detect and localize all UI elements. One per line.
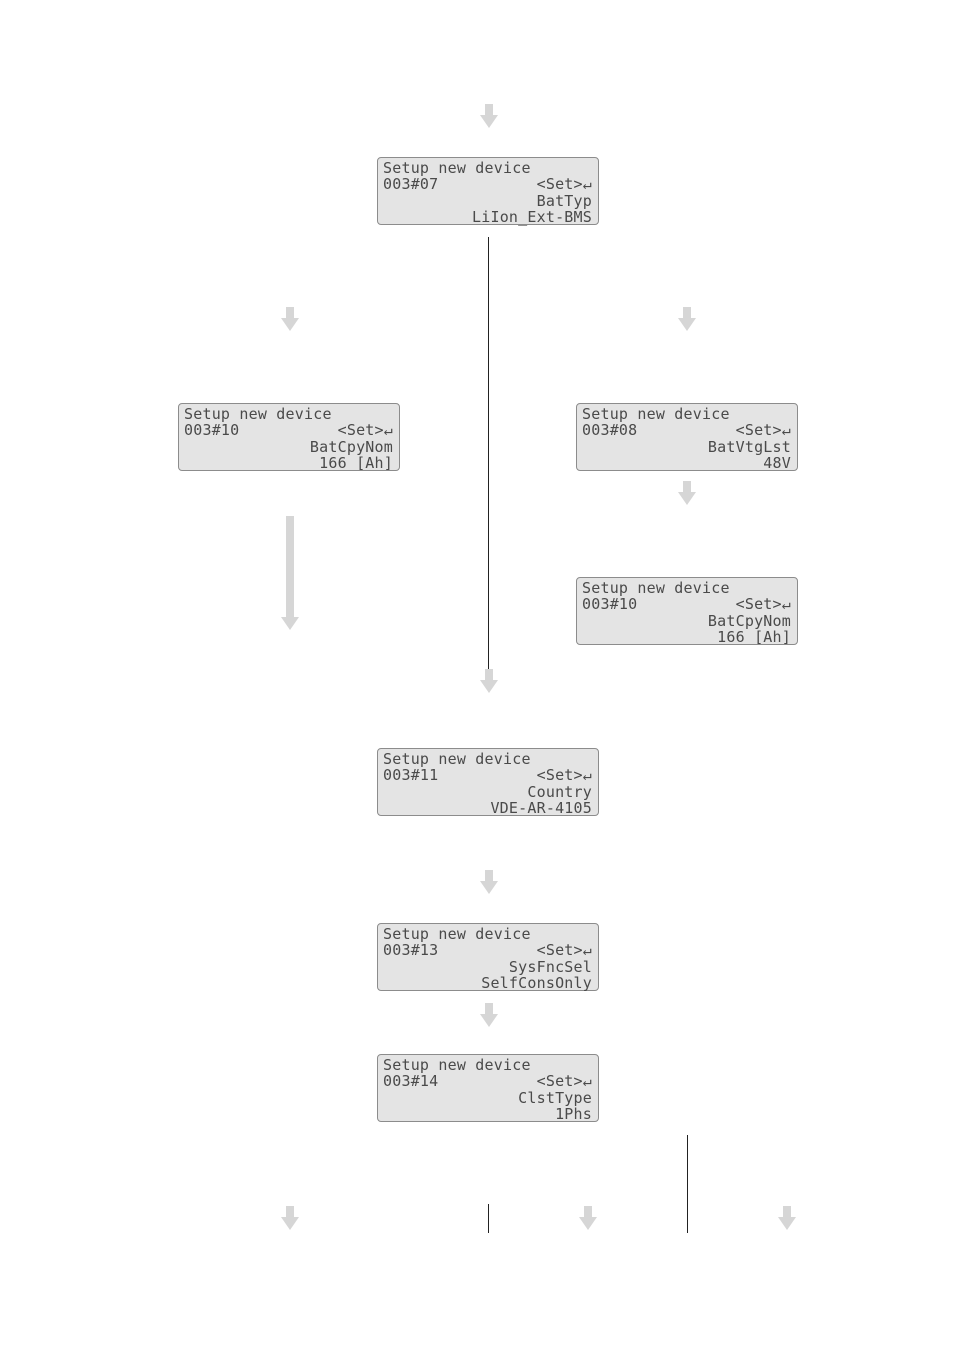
lcd-code-row: 003#07 <Set>↵ <box>383 175 592 194</box>
lcd-title-row: Setup new device <box>383 750 592 768</box>
lcd-title-row: Setup new device <box>184 405 393 423</box>
lcd-set-action: <Set>↵ <box>536 175 592 194</box>
lcd-screen-battery-voltage: Setup new device 003#08<Set>↵ BatVtgLst … <box>576 403 798 471</box>
lcd-set-action: <Set>↵ <box>536 766 592 785</box>
lcd-parameter: ClstType <box>518 1088 592 1107</box>
lcd-title: Setup new device <box>184 405 332 423</box>
lcd-code: 003#07 <box>383 175 439 194</box>
lcd-set-action: <Set>↵ <box>735 595 791 614</box>
lcd-title: Setup new device <box>582 405 730 423</box>
lcd-code: 003#10 <box>184 421 240 440</box>
lcd-code: 003#08 <box>582 421 638 440</box>
lcd-screen-country: Setup new device 003#11 <Set>↵ Country VD… <box>377 748 599 816</box>
down-arrow-icon <box>678 307 696 331</box>
lcd-code-row: 003#10 <Set>↵ <box>184 421 393 440</box>
lcd-parameter: SysFncSel <box>508 957 592 976</box>
lcd-parameter: Country <box>527 782 592 801</box>
down-arrow-icon <box>480 104 498 128</box>
lcd-screen-battery-type: Setup new device 003#07 <Set>↵ BatTyp LiI… <box>377 157 599 225</box>
lcd-value: LiIon_Ext-BMS <box>472 207 592 226</box>
connector-line-bottom-right <box>687 1135 689 1233</box>
down-arrow-icon <box>281 1206 299 1230</box>
down-arrow-icon <box>281 307 299 331</box>
lcd-parameter: BatCpyNom <box>309 437 393 456</box>
down-arrow-icon <box>579 1206 597 1230</box>
lcd-set-action: <Set>↵ <box>735 421 791 440</box>
lcd-code-row: 003#11 <Set>↵ <box>383 766 592 785</box>
lcd-code: 003#10 <box>582 595 638 614</box>
lcd-parameter: BatCpyNom <box>707 611 791 630</box>
lcd-title-row: Setup new device <box>383 925 592 943</box>
lcd-set-action: <Set>↵ <box>536 941 592 960</box>
lcd-set-action: <Set>↵ <box>337 421 393 440</box>
lcd-title: Setup new device <box>383 1056 531 1074</box>
down-arrow-icon <box>480 1003 498 1027</box>
lcd-screen-system-function: Setup new device 003#13<Set>↵ SysFncSel … <box>377 923 599 991</box>
connector-line-bottom-center <box>488 1204 490 1233</box>
lcd-code: 003#13 <box>383 941 439 960</box>
lcd-title-row: Setup new device <box>383 1056 592 1074</box>
lcd-code-row: 003#10 <Set>↵ <box>582 595 791 614</box>
lcd-value: 166 [Ah] <box>717 627 791 646</box>
down-arrow-icon <box>480 669 498 693</box>
lcd-screen-cluster-type: Setup new device 003#14 <Set>↵ ClstType 1… <box>377 1054 599 1122</box>
lcd-parameter: BatVtgLst <box>707 437 791 456</box>
lcd-code-row: 003#08 <Set>↵ <box>582 421 791 440</box>
lcd-title-row: Setup new device <box>383 159 592 177</box>
down-arrow-icon <box>778 1206 796 1230</box>
down-arrow-icon <box>480 870 498 894</box>
lcd-code-row: 003#13 <Set>↵ <box>383 941 592 960</box>
lcd-title: Setup new device <box>582 579 730 597</box>
lcd-code: 003#14 <box>383 1072 439 1091</box>
lcd-title: Setup new device <box>383 159 531 177</box>
lcd-screen-battery-capacity-left: Setup new device 003#10<Set>↵ BatCpyNom … <box>178 403 400 471</box>
lcd-parameter: BatTyp <box>536 191 592 210</box>
long-down-arrow-icon <box>281 516 299 630</box>
lcd-screen-battery-capacity-right: Setup new device 003#10<Set>↵ BatCpyNom … <box>576 577 798 645</box>
lcd-title-row: Setup new device <box>582 405 791 423</box>
lcd-title: Setup new device <box>383 750 531 768</box>
lcd-title-row: Setup new device <box>582 579 791 597</box>
lcd-code-row: 003#14 <Set>↵ <box>383 1072 592 1091</box>
lcd-value: 166 [Ah] <box>319 453 393 472</box>
connector-line-center <box>488 237 490 672</box>
lcd-value: 1Phs <box>555 1104 592 1123</box>
lcd-value: 48V <box>763 453 791 472</box>
lcd-title: Setup new device <box>383 925 531 943</box>
lcd-code: 003#11 <box>383 766 439 785</box>
down-arrow-icon <box>678 481 696 505</box>
lcd-value: VDE-AR-4105 <box>490 798 592 817</box>
lcd-set-action: <Set>↵ <box>536 1072 592 1091</box>
lcd-value: SelfConsOnly <box>481 973 592 992</box>
